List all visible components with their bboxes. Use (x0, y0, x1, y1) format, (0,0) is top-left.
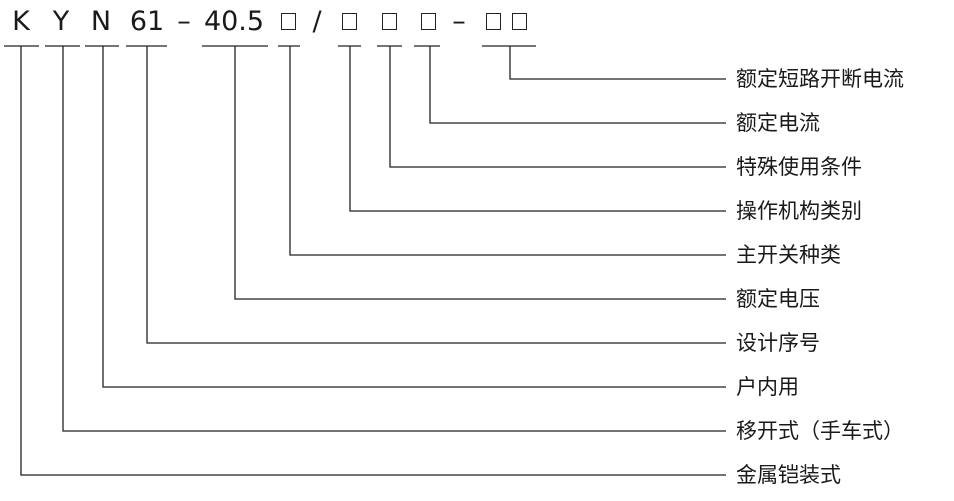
label-metal-armored-type: 金属铠装式 (736, 463, 841, 487)
code-char-n: N (90, 6, 112, 37)
leader-connector (509, 46, 726, 80)
leader-connector (102, 46, 726, 388)
placeholder-box-special-condition (382, 13, 397, 30)
code-char-dash: – (452, 6, 466, 37)
label-design-serial-number: 设计序号 (736, 331, 820, 355)
leader-connector (146, 46, 726, 344)
label-rated-current: 额定电流 (736, 111, 820, 135)
placeholder-box-breaking-current-2 (512, 13, 527, 30)
label-rated-voltage: 额定电压 (736, 287, 820, 311)
label-withdrawable-truck-type: 移开式（手车式） (736, 419, 904, 443)
leader-connector (62, 46, 726, 432)
code-char-k: K (12, 6, 30, 37)
code-char-voltage: 40.5 (203, 6, 265, 37)
leader-connector (429, 46, 726, 124)
label-indoor-use: 户内用 (736, 375, 799, 399)
placeholder-box-breaking-current-1 (486, 13, 501, 30)
label-rated-short-circuit-breaking-current: 额定短路开断电流 (736, 67, 904, 91)
label-special-use-conditions: 特殊使用条件 (736, 155, 862, 179)
code-char-dash: – (177, 6, 191, 37)
placeholder-box-main-switch (281, 13, 296, 30)
leader-connector (349, 46, 726, 212)
leader-connector (389, 46, 726, 168)
code-char-y: Y (52, 6, 70, 37)
code-char-slash: / (312, 6, 322, 37)
label-main-switch-type: 主开关种类 (736, 243, 841, 267)
placeholder-box-mechanism (342, 13, 357, 30)
leader-connector (20, 46, 726, 476)
label-operating-mechanism-type: 操作机构类别 (736, 199, 862, 223)
leader-connector (234, 46, 726, 300)
code-char-design-number: 61 (129, 6, 165, 37)
leader-connector (289, 46, 726, 256)
placeholder-box-rated-current (421, 13, 436, 30)
